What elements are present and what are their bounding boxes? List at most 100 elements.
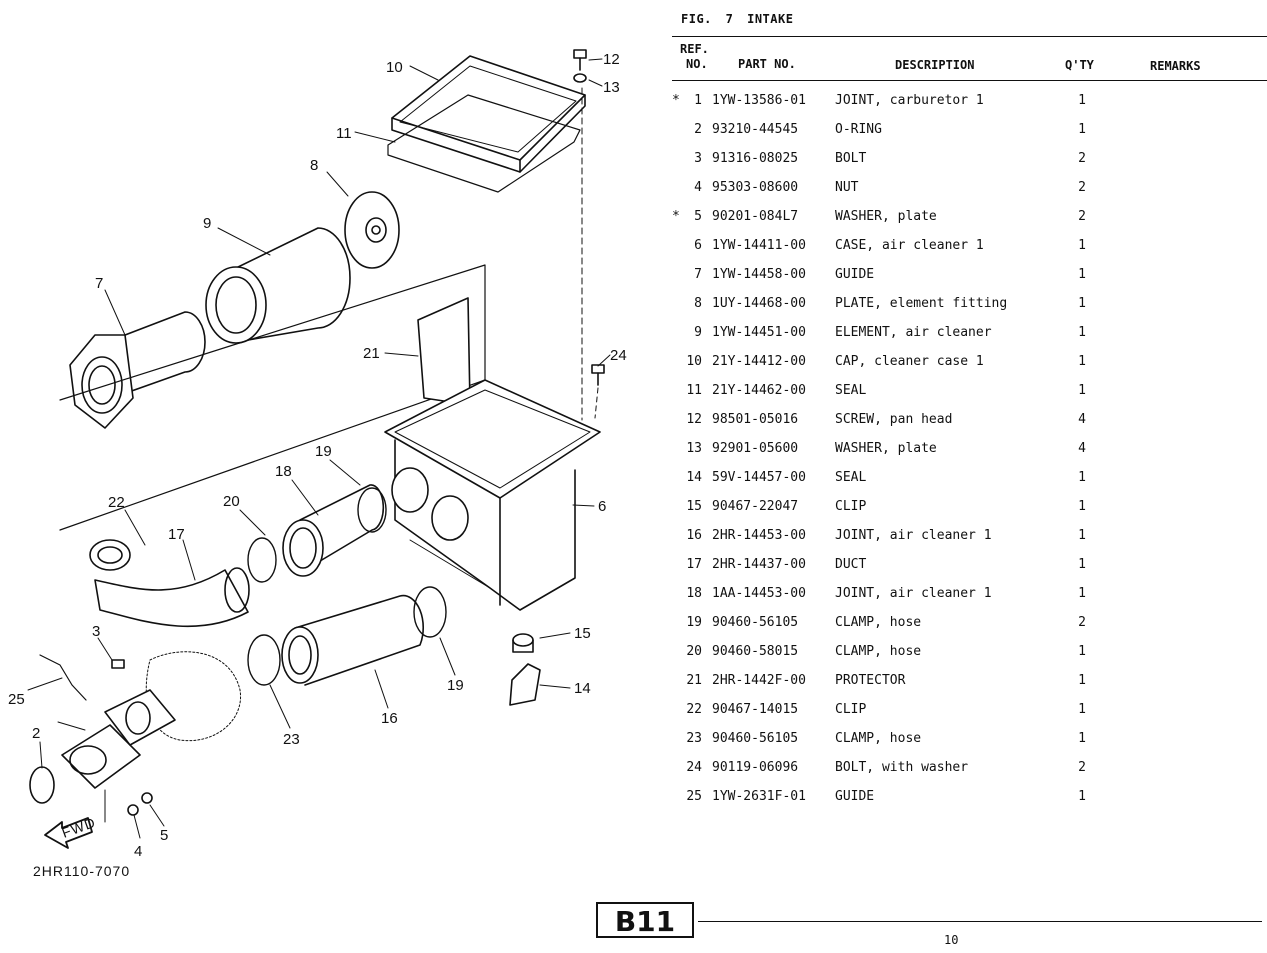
joint-air-cleaner-lower bbox=[247, 586, 447, 686]
callout-21: 21 bbox=[363, 345, 380, 362]
row-ref: 19 bbox=[686, 615, 702, 630]
callout-17: 17 bbox=[168, 526, 185, 543]
duct bbox=[89, 539, 250, 628]
row-ref: 14 bbox=[686, 470, 702, 485]
row-ref: 9 bbox=[694, 325, 702, 340]
row-part-no: 90201-084L7 bbox=[712, 209, 799, 224]
callout-3: 3 bbox=[92, 623, 100, 640]
callout-8: 8 bbox=[310, 157, 318, 174]
row-description: WASHER, plate bbox=[835, 441, 937, 456]
row-part-no: 90460-56105 bbox=[712, 615, 799, 630]
joint-air-cleaner-upper bbox=[247, 484, 387, 583]
page-number: 10 bbox=[944, 933, 959, 947]
row-description: CASE, air cleaner 1 bbox=[835, 238, 984, 253]
callout-22: 22 bbox=[108, 494, 125, 511]
row-ref: 25 bbox=[686, 789, 702, 804]
row-qty: 2 bbox=[1078, 760, 1086, 775]
row-qty: 2 bbox=[1078, 209, 1086, 224]
row-part-no: 90119-06096 bbox=[712, 760, 799, 775]
row-description: BOLT bbox=[835, 151, 867, 166]
row-ref: 8 bbox=[694, 296, 702, 311]
row-description: CLIP bbox=[835, 499, 867, 514]
col-remarks-header: REMARKS bbox=[1150, 59, 1201, 73]
leader-lines bbox=[27, 58, 611, 839]
callout-4: 4 bbox=[134, 843, 142, 860]
row-ref: 1 bbox=[694, 93, 702, 108]
row-qty: 1 bbox=[1078, 789, 1086, 804]
row-description: CLIP bbox=[835, 702, 867, 717]
row-part-no: 90460-56105 bbox=[712, 731, 799, 746]
clip-and-seal bbox=[509, 633, 541, 706]
row-description: SEAL bbox=[835, 470, 867, 485]
element-fitting-plate bbox=[344, 191, 400, 269]
row-description: CLAMP, hose bbox=[835, 644, 922, 659]
row-description: BOLT, with washer bbox=[835, 760, 969, 775]
screw-pan-head bbox=[573, 49, 587, 421]
seal-gasket bbox=[387, 94, 581, 193]
row-part-no: 1AA-14453-00 bbox=[712, 586, 806, 601]
row-description: CLAMP, hose bbox=[835, 615, 922, 630]
row-part-no: 98501-05016 bbox=[712, 412, 799, 427]
row-ref: 13 bbox=[686, 441, 702, 456]
row-part-no: 95303-08600 bbox=[712, 180, 799, 195]
callout-11: 11 bbox=[336, 125, 352, 142]
row-part-no: 2HR-14437-00 bbox=[712, 557, 806, 572]
col-ref-header: REF. NO. bbox=[680, 42, 709, 72]
row-description: NUT bbox=[835, 180, 859, 195]
footer-rule bbox=[698, 921, 1262, 922]
row-star: * bbox=[672, 93, 680, 108]
row-qty: 4 bbox=[1078, 441, 1086, 456]
callout-15: 15 bbox=[574, 625, 591, 642]
row-description: PLATE, element fitting bbox=[835, 296, 1008, 311]
forward-arrow-icon: FWD bbox=[44, 814, 98, 849]
row-part-no: 90460-58015 bbox=[712, 644, 799, 659]
callout-20: 20 bbox=[223, 493, 240, 510]
guide-intake bbox=[69, 311, 206, 429]
row-qty: 2 bbox=[1078, 615, 1086, 630]
row-qty: 1 bbox=[1078, 644, 1086, 659]
col-desc-header: DESCRIPTION bbox=[895, 58, 975, 72]
row-qty: 1 bbox=[1078, 499, 1086, 514]
row-qty: 1 bbox=[1078, 470, 1086, 485]
row-description: JOINT, air cleaner 1 bbox=[835, 586, 992, 601]
row-ref: 2 bbox=[694, 122, 702, 137]
row-qty: 1 bbox=[1078, 557, 1086, 572]
row-ref: 16 bbox=[686, 528, 702, 543]
row-ref: 7 bbox=[694, 267, 702, 282]
row-ref: 10 bbox=[686, 354, 702, 369]
row-qty: 1 bbox=[1078, 325, 1086, 340]
row-qty: 1 bbox=[1078, 238, 1086, 253]
row-qty: 1 bbox=[1078, 296, 1086, 311]
protector-plate bbox=[417, 297, 471, 406]
row-ref: 20 bbox=[686, 644, 702, 659]
header-bottom-rule bbox=[672, 80, 1267, 81]
callout-23: 23 bbox=[283, 731, 300, 748]
row-part-no: 1YW-2631F-01 bbox=[712, 789, 806, 804]
callout-9: 9 bbox=[203, 215, 211, 232]
row-qty: 1 bbox=[1078, 673, 1086, 688]
air-cleaner-element bbox=[205, 227, 351, 344]
figure-name: INTAKE bbox=[747, 12, 794, 26]
row-ref: 17 bbox=[686, 557, 702, 572]
row-description: JOINT, carburetor 1 bbox=[835, 93, 984, 108]
row-part-no: 1UY-14468-00 bbox=[712, 296, 806, 311]
callout-13: 13 bbox=[603, 79, 620, 96]
figure-label: FIG. bbox=[681, 12, 712, 26]
row-description: GUIDE bbox=[835, 789, 875, 804]
callout-10: 10 bbox=[386, 59, 403, 76]
row-star: * bbox=[672, 209, 680, 224]
row-part-no: 1YW-13586-01 bbox=[712, 93, 806, 108]
row-ref: 3 bbox=[694, 151, 702, 166]
row-part-no: 21Y-14412-00 bbox=[712, 354, 806, 369]
